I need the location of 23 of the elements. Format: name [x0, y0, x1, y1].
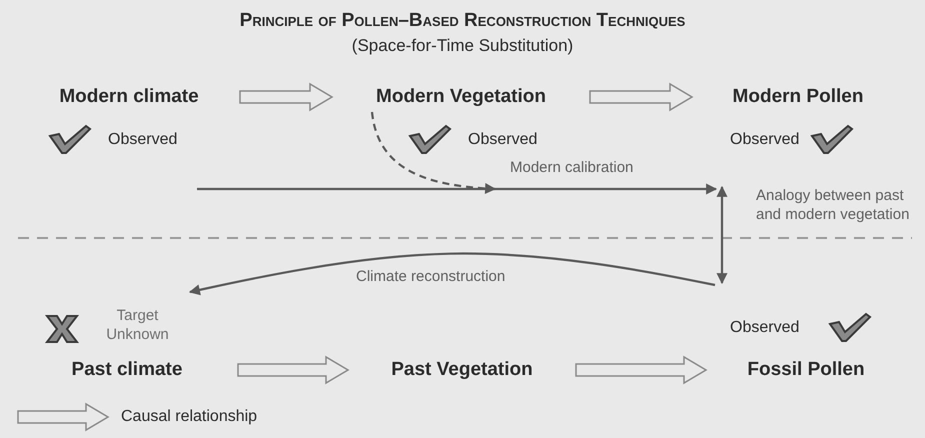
node-label: Past Vegetation [378, 359, 546, 381]
arrow [370, 112, 496, 194]
causal-arrow [239, 82, 334, 112]
causal-arrow [237, 356, 350, 384]
causal-arrow [589, 82, 694, 112]
subtitle: (Space-for-Time Substitution) [350, 36, 574, 55]
causal-arrow [575, 356, 708, 384]
status-text: Observed [730, 130, 800, 149]
annotation-text: Analogy between past and modern vegetation [756, 186, 910, 224]
arrow [188, 252, 716, 296]
status-text: Observed [108, 130, 178, 149]
legend-text: Causal relationship [121, 407, 258, 426]
diagram-title: Principle of Pollen–Based Reconstruction Techniques [238, 10, 686, 32]
arrow [197, 184, 718, 194]
status-text: Observed [468, 130, 538, 149]
status-note: Target Unknown [105, 306, 170, 344]
node-label: Modern Pollen [722, 86, 874, 108]
node-label: Past climate [46, 359, 208, 381]
node-label: Modern Vegetation [362, 86, 560, 108]
status-text: Observed [730, 318, 800, 337]
arrow [716, 186, 728, 284]
node-label: Modern climate [48, 86, 210, 108]
node-label: Fossil Pollen [736, 359, 876, 381]
